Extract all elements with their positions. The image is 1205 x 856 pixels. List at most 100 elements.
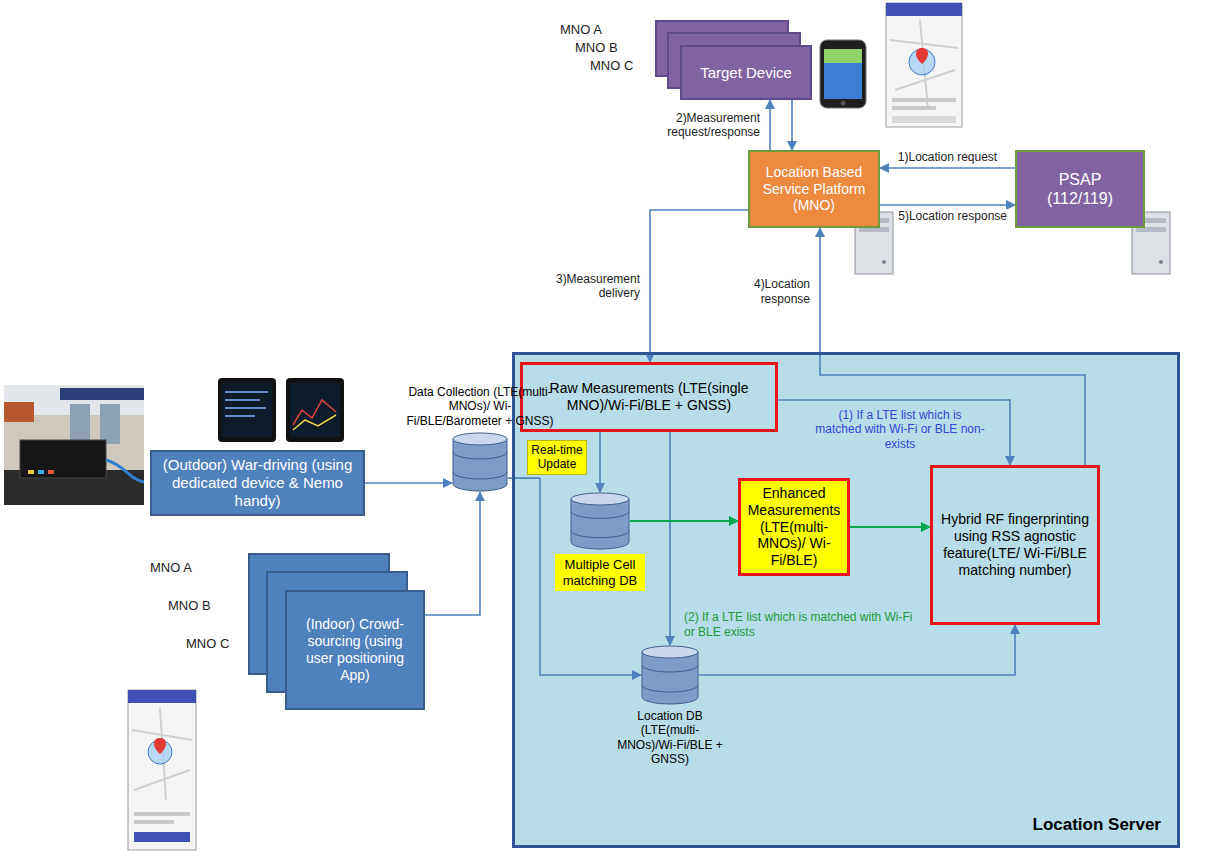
phone-illustration — [820, 40, 866, 108]
node-text: Location DB (LTE(multi- MNOs)/Wi-Fi/BLE … — [615, 709, 725, 767]
process-box: Hybrid RF fingerprinting using RSS agnos… — [930, 465, 1100, 625]
app-screenshot — [128, 690, 196, 850]
cylinder-band — [453, 452, 507, 459]
app-screenshot — [128, 690, 196, 850]
phone-screenshot — [225, 392, 268, 416]
app-screenshot — [890, 20, 958, 110]
collection-box: (Indoor) Crowd- sourcing (using user pos… — [285, 590, 425, 710]
node-text: (Outdoor) War-driving (using dedicated d… — [158, 456, 357, 510]
operator-label: MNO A — [560, 22, 602, 38]
war-driving-photo — [4, 385, 144, 505]
app-screenshot — [886, 3, 962, 127]
update-tag: Real-time Update — [527, 440, 587, 475]
app-screenshot — [892, 98, 956, 102]
app-screenshot — [892, 116, 956, 123]
app-screenshot — [909, 49, 935, 75]
database: Multiple Cell matching DB — [555, 492, 645, 591]
operator-label: MNO C — [590, 58, 633, 74]
node-text: Location Based Service Platform (MNO) — [756, 164, 872, 214]
node-text: (Indoor) Crowd- sourcing (using user pos… — [293, 616, 417, 683]
phone-illustration — [841, 101, 846, 106]
war-driving-photo — [20, 440, 106, 478]
database: Data Collection (LTE(multi-MNOs)/ Wi-Fi/… — [405, 385, 555, 492]
cylinder-top — [571, 493, 629, 505]
server-icon — [1159, 260, 1163, 264]
node-text: PSAP (112/119) — [1029, 170, 1131, 208]
psap-box: PSAP (112/119) — [1015, 150, 1145, 228]
edge-label: 5)Location response — [896, 209, 1009, 223]
node-text: Raw Measurements (LTE(single MNO)/Wi-Fi/… — [529, 380, 769, 414]
connector-arrow — [850, 526, 930, 528]
edge-label: 2)Measurement request/response — [648, 111, 762, 140]
connector-arrow — [778, 400, 1010, 465]
cylinder-body — [571, 499, 629, 549]
connector-arrow — [769, 100, 771, 150]
cylinder-top — [642, 646, 698, 658]
app-screenshot — [886, 3, 962, 127]
node-text: Real-time Update — [531, 443, 583, 472]
device-box: Target Device — [680, 45, 812, 100]
server-icon — [882, 260, 886, 264]
edge-label: (1) If a LTE list which is matched with … — [813, 408, 987, 451]
database-cylinder — [570, 492, 630, 550]
edge-label: 4)Location response — [728, 277, 812, 306]
cylinder-band — [453, 472, 507, 479]
cylinder-body — [453, 439, 507, 491]
connector-arrow — [365, 482, 452, 484]
connector-arrow — [880, 167, 1015, 169]
phone-illustration — [820, 40, 866, 108]
app-screenshot — [134, 832, 190, 842]
node-text: Hybrid RF fingerprinting using RSS agnos… — [939, 511, 1091, 578]
phone-screenshot — [218, 378, 276, 442]
war-driving-photo — [100, 404, 120, 444]
war-driving-photo — [4, 402, 34, 422]
node-text: Data Collection (LTE(multi-MNOs)/ Wi-Fi/… — [405, 385, 555, 428]
app-screenshot — [892, 106, 936, 110]
operator-label: MNO B — [168, 598, 211, 614]
operator-label: MNO A — [150, 560, 192, 576]
node-text: Multiple Cell matching DB — [555, 554, 645, 591]
cylinder-band — [571, 531, 629, 538]
war-driving-photo — [106, 460, 144, 482]
app-screenshot — [128, 690, 196, 703]
database: Location DB (LTE(multi- MNOs)/Wi-Fi/BLE … — [615, 645, 725, 767]
database-cylinder — [641, 645, 699, 705]
database-cylinder — [452, 432, 508, 492]
connector-arrow — [425, 492, 480, 615]
node-text: Enhanced Measurements (LTE(multi- MNOs)/… — [746, 485, 842, 569]
phone-screenshot — [286, 378, 344, 442]
connector-arrow — [880, 204, 1015, 206]
app-screenshot — [916, 48, 928, 64]
connector-arrow — [599, 432, 601, 492]
server-ground — [512, 352, 1180, 848]
connector-arrow — [669, 432, 671, 645]
connector-arrow — [630, 520, 738, 522]
app-screenshot — [886, 3, 962, 16]
operator-label: MNO C — [186, 636, 229, 652]
cylinder-band — [571, 511, 629, 518]
war-driving-photo — [60, 388, 144, 400]
phone-illustration — [824, 49, 862, 99]
measurement-box: Raw Measurements (LTE(single MNO)/Wi-Fi/… — [520, 362, 778, 432]
cylinder-band — [642, 665, 698, 672]
phone-illustration — [824, 49, 862, 63]
region-title: Location Server — [1033, 815, 1162, 835]
war-driving-photo — [70, 404, 90, 444]
collection-box: (Outdoor) War-driving (using dedicated d… — [150, 450, 365, 516]
cylinder-body — [642, 652, 698, 704]
app-screenshot — [154, 738, 166, 754]
measurement-box: Enhanced Measurements (LTE(multi- MNOs)/… — [738, 478, 850, 576]
war-driving-photo — [28, 470, 34, 474]
app-screenshot — [134, 820, 174, 824]
war-driving-photo — [48, 470, 54, 474]
cylinder-top — [453, 433, 507, 445]
connector-arrow — [791, 100, 793, 150]
phone-screenshot — [222, 383, 272, 437]
phone-screenshot — [293, 400, 336, 425]
app-screenshot — [132, 708, 192, 800]
phone-screenshot — [290, 383, 340, 437]
war-driving-photo — [4, 385, 144, 505]
edge-label: 1)Location request — [896, 150, 999, 164]
node-text: Target Device — [700, 64, 792, 82]
edge-label: (2) If a LTE list which is matched with … — [682, 610, 921, 639]
